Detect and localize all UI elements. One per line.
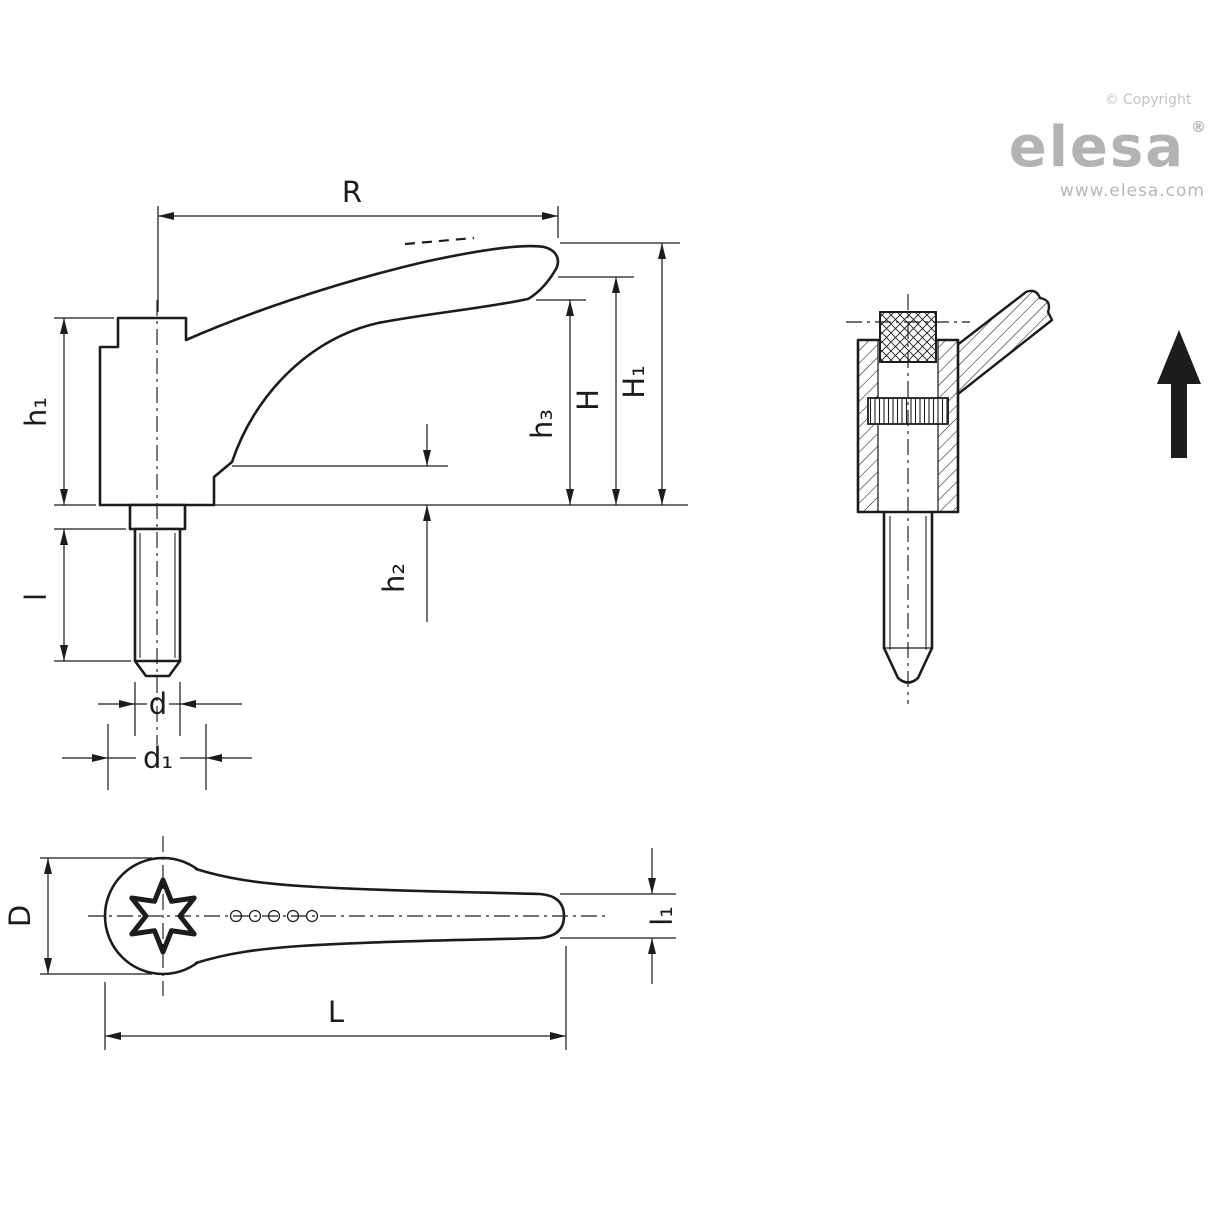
dim-label-h2: h₂: [377, 563, 411, 593]
dim-label-H: H: [571, 389, 605, 411]
dimension-d: d: [98, 682, 242, 736]
dimension-D: D: [3, 857, 152, 975]
brand-block: © Copyright elesa ® www.elesa.com: [1009, 92, 1206, 201]
dimension-h1: h₁: [19, 317, 114, 506]
dimension-H: H: [558, 276, 634, 505]
stud-chamfer: [133, 659, 182, 678]
dimension-d1: d₁: [62, 724, 252, 790]
up-arrow-icon: [1157, 330, 1201, 458]
section-wall-right: [938, 340, 958, 512]
dimension-l1: l₁: [560, 848, 679, 984]
side-view: R h₁ l d: [19, 175, 688, 790]
indicator-hole: [248, 909, 262, 923]
dimension-R: R: [157, 175, 559, 312]
dimension-H1: H₁: [560, 242, 680, 505]
dim-label-d1: d₁: [143, 741, 173, 775]
registered-mark-icon: ®: [1191, 118, 1206, 136]
dim-label-h1: h₁: [19, 397, 53, 427]
dim-label-R: R: [342, 175, 362, 209]
top-view: D L l₁: [3, 836, 679, 1050]
dim-label-L: L: [328, 995, 344, 1029]
lever-phantom-line: [404, 236, 475, 246]
dim-label-d: d: [149, 687, 167, 721]
section-arm: [954, 289, 1054, 396]
dimension-L: L: [104, 946, 567, 1050]
dim-label-l: l: [19, 593, 53, 601]
direction-arrow: [1157, 330, 1201, 458]
section-view: [846, 289, 1054, 704]
lever-body: [98, 244, 560, 507]
dim-label-D: D: [3, 905, 37, 927]
elesa-logo: elesa: [1009, 115, 1185, 180]
copyright-text: © Copyright: [1105, 92, 1192, 108]
dim-label-l1: l₁: [645, 906, 679, 926]
website-text: www.elesa.com: [1060, 181, 1205, 201]
dim-label-H1: H₁: [617, 365, 651, 398]
section-wall-left: [858, 340, 878, 512]
dim-label-h3: h₃: [525, 409, 559, 439]
dimension-h3: h₃: [525, 299, 586, 505]
dimension-l: l: [19, 528, 131, 662]
dimension-h2: h₂: [232, 424, 448, 622]
